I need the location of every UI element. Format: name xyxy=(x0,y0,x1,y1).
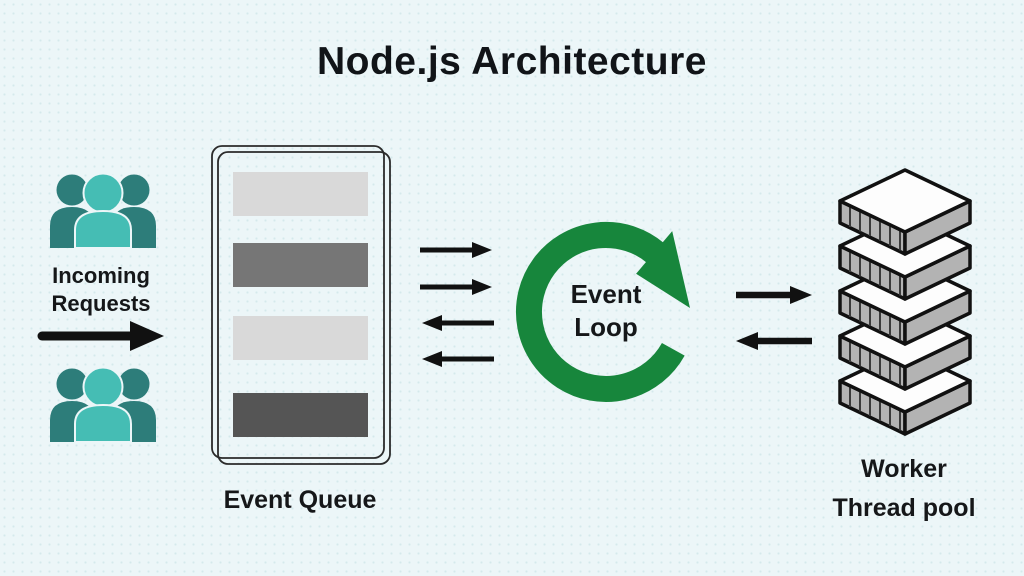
queue-task-bar xyxy=(233,316,368,360)
event-loop-line1: Event xyxy=(570,279,642,309)
queue-loop-arrows xyxy=(420,242,494,367)
event-queue-outer-frame xyxy=(211,145,385,459)
event-loop-arrowhead xyxy=(636,231,690,308)
arrow-right-icon xyxy=(736,286,812,304)
event-loop-line2: Loop xyxy=(574,312,638,342)
worker-pool-line1: Worker xyxy=(861,455,947,483)
user-front-icon xyxy=(74,172,132,249)
event-loop-label: Event Loop xyxy=(526,278,686,344)
event-loop-ring xyxy=(515,222,685,402)
queue-task-bar xyxy=(233,172,368,216)
arrow-left-icon xyxy=(422,351,494,367)
arrow-right-icon xyxy=(420,279,492,295)
incoming-requests-line1: Incoming xyxy=(52,263,150,288)
event-queue-inner-frame xyxy=(217,151,391,465)
users-group-icon xyxy=(50,366,156,443)
incoming-requests-line2: Requests xyxy=(51,291,151,316)
users-group-icon xyxy=(50,172,156,249)
event-queue-box xyxy=(211,145,391,465)
worker-thread-pool-label: Worker Thread pool xyxy=(794,450,1014,528)
incoming-requests-label: Incoming Requests xyxy=(20,262,182,318)
worker-pool-line2: Thread pool xyxy=(832,494,976,522)
loop-pool-arrows xyxy=(736,286,812,350)
queue-task-bar xyxy=(233,393,368,437)
arrow-left-icon xyxy=(736,332,812,350)
event-queue-label: Event Queue xyxy=(223,486,377,514)
worker-thread-pool-stack xyxy=(838,168,972,436)
arrow-right-icon xyxy=(420,242,492,258)
user-front-icon xyxy=(74,366,132,443)
event-loop-icon xyxy=(515,222,690,402)
queue-task-bar xyxy=(233,243,368,287)
requests-to-queue-arrow xyxy=(37,321,164,351)
arrow-left-icon xyxy=(422,315,494,331)
diagram-title: Node.js Architecture xyxy=(317,40,707,83)
